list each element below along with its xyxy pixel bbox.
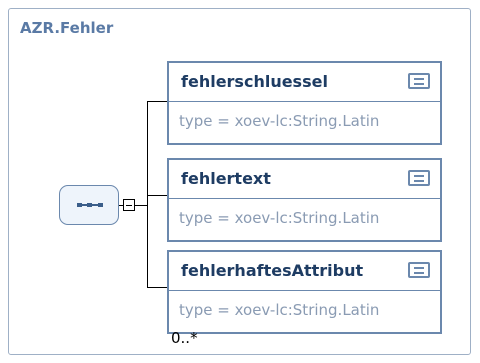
sequence-compositor[interactable] (59, 185, 119, 225)
element-type: type = xoev-lc:String.Latin (179, 209, 380, 227)
element-name-row: fehlerschluessel (169, 63, 440, 102)
connector-vertical (147, 101, 148, 287)
element-name: fehlertext (181, 169, 271, 188)
documentation-icon[interactable] (408, 170, 430, 186)
connector-branch-2 (147, 195, 167, 196)
element-type: type = xoev-lc:String.Latin (179, 112, 380, 130)
element-type: type = xoev-lc:String.Latin (179, 301, 380, 319)
connector-collapse-out (135, 205, 147, 206)
complex-type-title: AZR.Fehler (20, 19, 114, 37)
documentation-icon[interactable] (408, 262, 430, 278)
element-box-fehlertext[interactable]: fehlertext type = xoev-lc:String.Latin (167, 158, 442, 242)
element-box-fehlerschluessel[interactable]: fehlerschluessel type = xoev-lc:String.L… (167, 61, 442, 145)
element-name-row: fehlertext (169, 160, 440, 199)
occurrence-label: 0..* (171, 329, 198, 347)
element-name: fehlerhaftesAttribut (181, 261, 364, 280)
collapse-toggle[interactable] (123, 199, 135, 211)
connector-branch-3 (147, 287, 167, 288)
element-name: fehlerschluessel (181, 72, 328, 91)
documentation-icon[interactable] (408, 73, 430, 89)
element-name-row: fehlerhaftesAttribut (169, 252, 440, 291)
element-type-row: type = xoev-lc:String.Latin (169, 199, 440, 240)
connector-branch-1 (147, 101, 167, 102)
element-type-row: type = xoev-lc:String.Latin (169, 291, 440, 332)
sequence-icon (77, 203, 103, 207)
element-type-row: type = xoev-lc:String.Latin (169, 102, 440, 143)
connector-seq-to-collapse (119, 205, 123, 206)
element-box-fehlerhaftesAttribut[interactable]: fehlerhaftesAttribut type = xoev-lc:Stri… (167, 250, 442, 334)
